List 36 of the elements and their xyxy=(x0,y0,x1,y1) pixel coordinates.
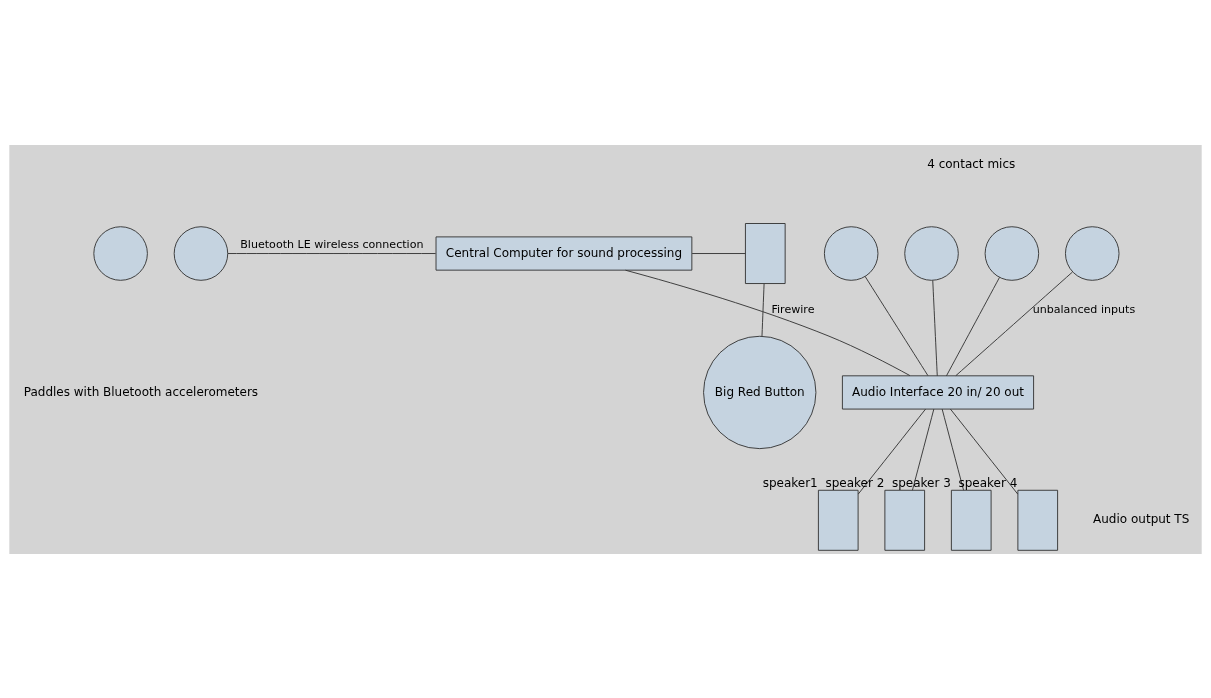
node-box xyxy=(817,489,859,551)
label: Audio output TS xyxy=(1093,511,1190,526)
node-circle: Big Red Button xyxy=(703,335,817,449)
node-label: speaker 2 xyxy=(825,475,885,490)
connector xyxy=(912,408,935,491)
node-box: Central Computer for sound processing xyxy=(435,235,693,271)
node-circle xyxy=(984,225,1040,281)
node-label: speaker 4 xyxy=(958,475,1018,490)
label: 4 contact mics xyxy=(927,156,1016,171)
connector xyxy=(941,408,964,491)
node-box xyxy=(884,489,926,551)
connector xyxy=(864,275,929,376)
edge-label: Bluetooth LE wireless connection xyxy=(240,237,424,251)
node-circle xyxy=(93,225,148,281)
connector xyxy=(761,282,765,337)
node-circle xyxy=(1065,225,1120,281)
connector xyxy=(227,252,437,254)
node-box xyxy=(1017,489,1059,551)
node-circle xyxy=(823,225,879,281)
connector xyxy=(955,271,1073,376)
node-label: speaker1 xyxy=(762,475,818,490)
edge-label: Firewire xyxy=(771,302,815,316)
edge-label: unbalanced inputs xyxy=(1032,302,1136,316)
connector xyxy=(932,279,938,376)
node-circle xyxy=(904,225,959,281)
connector xyxy=(946,276,1000,376)
connector xyxy=(949,408,1019,495)
connector xyxy=(625,269,911,376)
label: Paddles with Bluetooth accelerometers xyxy=(23,384,259,399)
node-circle xyxy=(173,225,229,281)
node-box xyxy=(950,489,992,551)
connector xyxy=(857,408,927,495)
node-label: speaker 3 xyxy=(891,475,951,490)
node-box: Audio Interface 20 in/ 20 out xyxy=(841,374,1035,410)
node-box xyxy=(744,222,786,284)
connector xyxy=(691,252,746,254)
